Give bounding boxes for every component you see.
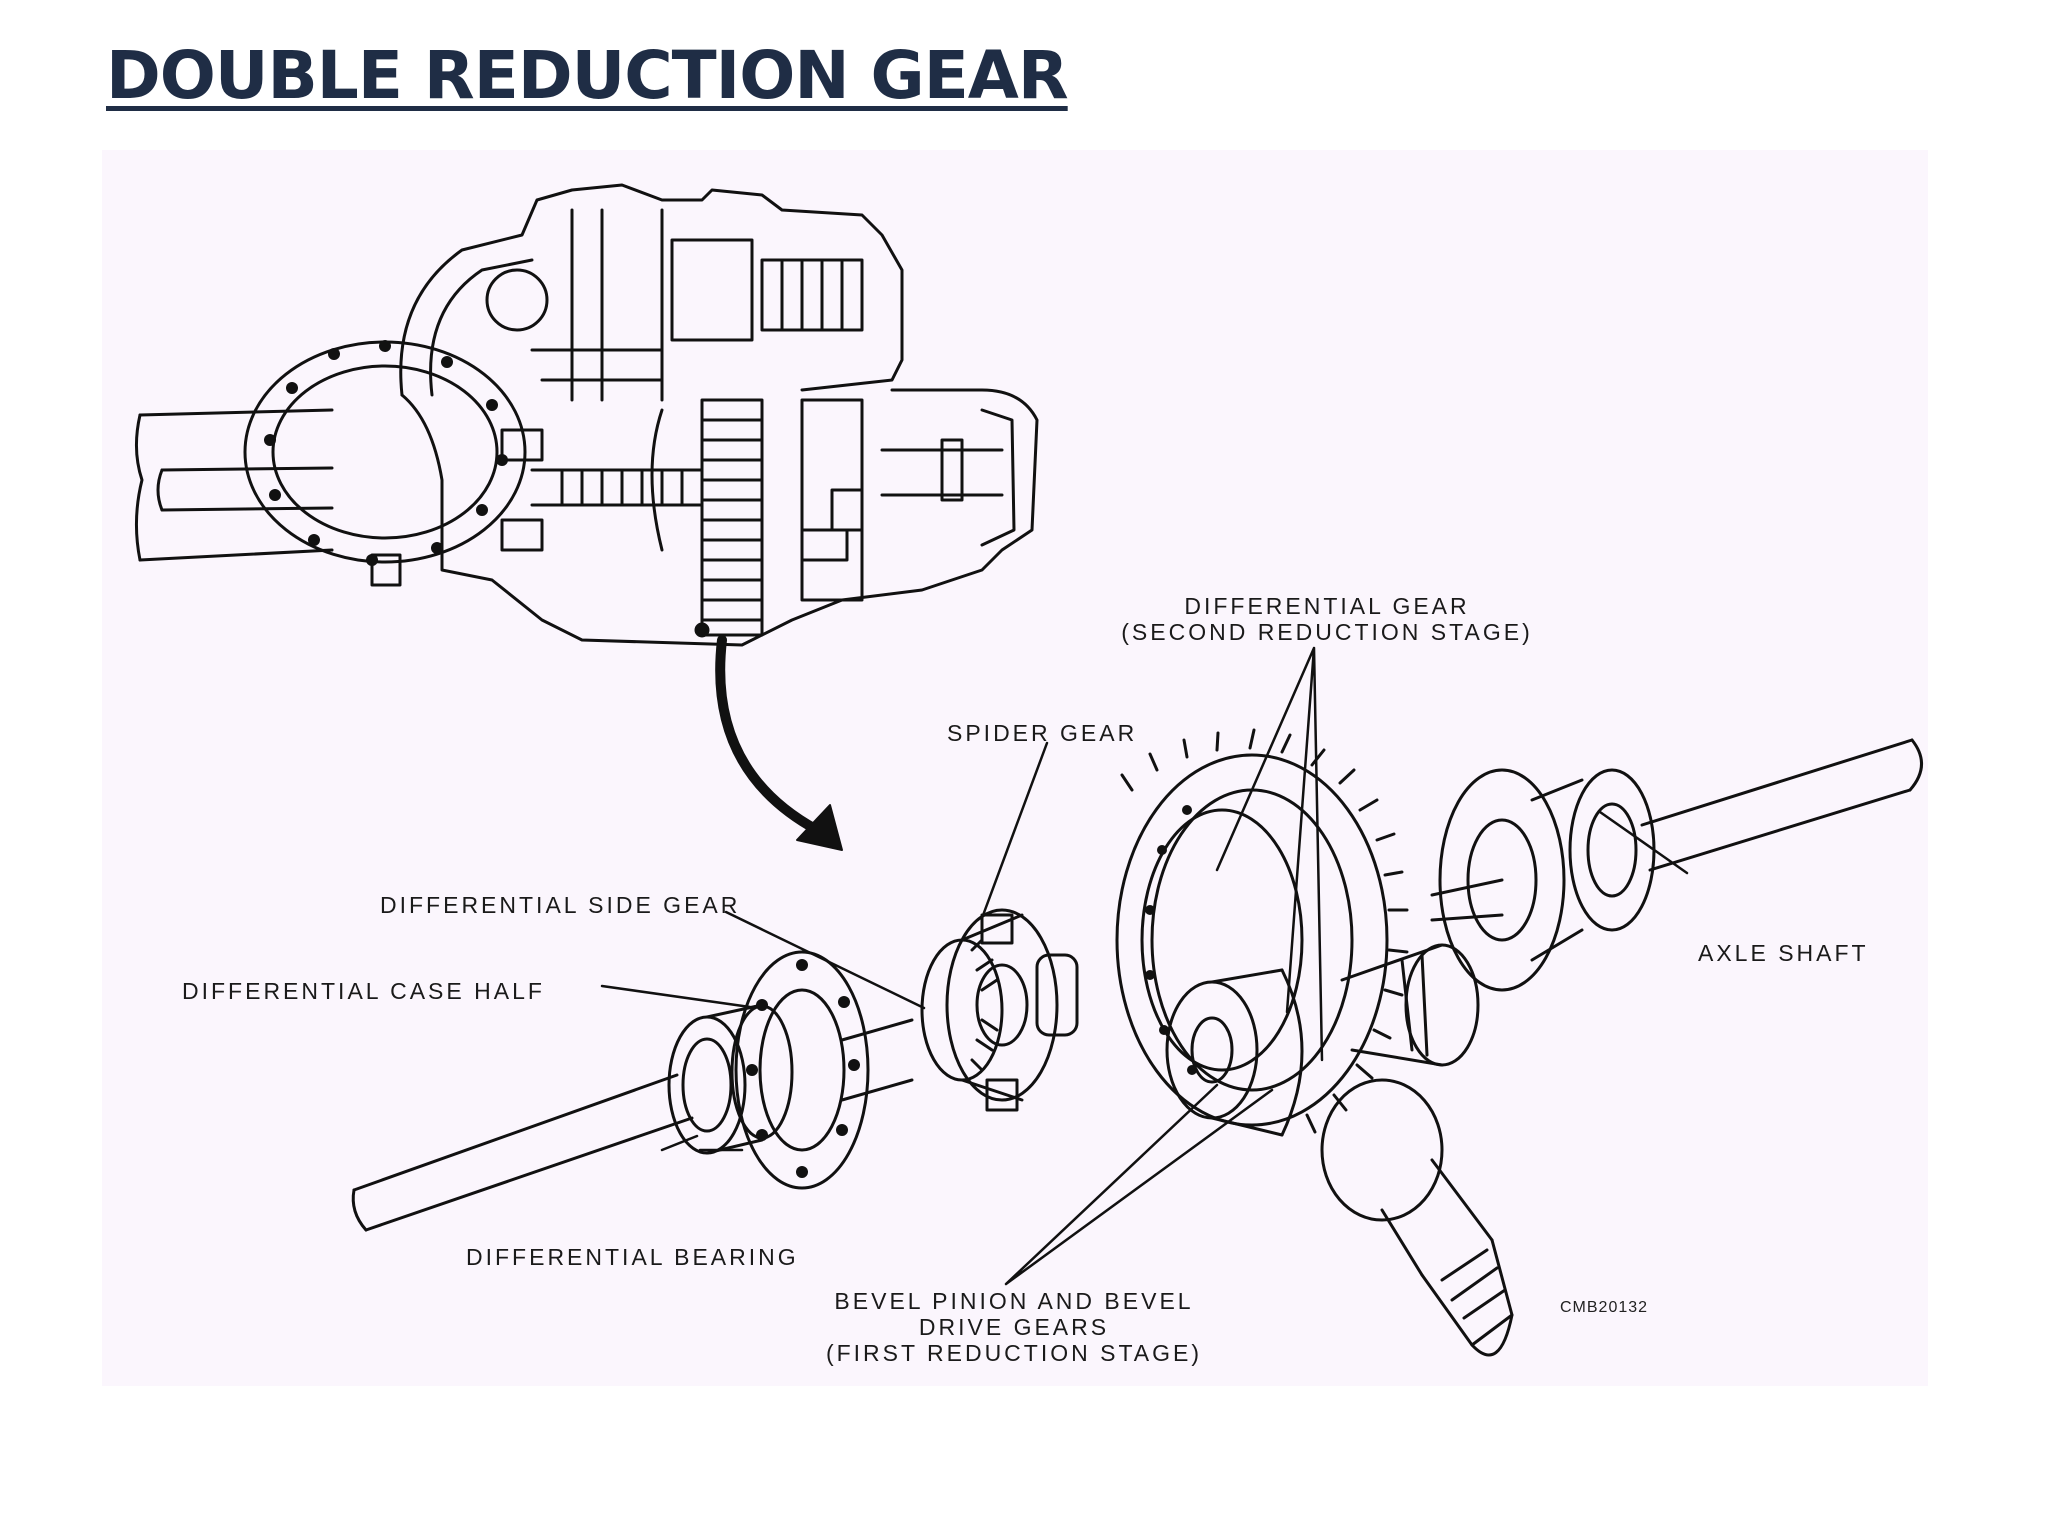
pointer-arrow [715, 635, 843, 851]
right-axle-shaft [1430, 738, 1923, 992]
leader-lines [600, 646, 1689, 1286]
bevel-pinion-gears [1165, 943, 1514, 1357]
diagram-drawing [134, 183, 1923, 1357]
label-spider-gear: SPIDER GEAR [947, 720, 1138, 746]
figure-code: CMB20132 [1560, 1299, 1649, 1316]
label-bevel-gears-line3: (FIRST REDUCTION STAGE) [825, 1340, 1203, 1366]
label-bevel-gears-line1: BEVEL PINION AND BEVEL [834, 1288, 1194, 1314]
differential-case-half [734, 950, 914, 1190]
label-differential-side-gear: DIFFERENTIAL SIDE GEAR [380, 892, 741, 918]
label-differential-gear-line1: DIFFERENTIAL GEAR [1184, 593, 1470, 619]
differential-ring-gear [1115, 728, 1409, 1134]
label-differential-case-half: DIFFERENTIAL CASE HALF [182, 978, 545, 1004]
label-differential-gear-line2: (SECOND REDUCTION STAGE) [1121, 619, 1533, 645]
label-differential-gear: DIFFERENTIAL GEAR (SECOND REDUCTION STAG… [1102, 593, 1552, 645]
label-axle-shaft: AXLE SHAFT [1698, 940, 1869, 966]
label-differential-bearing: DIFFERENTIAL BEARING [466, 1244, 799, 1270]
axle-housing-cutaway [134, 183, 1039, 647]
label-bevel-gears: BEVEL PINION AND BEVEL DRIVE GEARS (FIRS… [774, 1288, 1254, 1366]
label-bevel-gears-line2: DRIVE GEARS [918, 1314, 1110, 1340]
diagram-figure: DIFFERENTIAL GEAR (SECOND REDUCTION STAG… [102, 150, 1928, 1386]
spider-gear-assembly [920, 908, 1079, 1112]
slide-title: DOUBLE REDUCTION GEAR [106, 37, 1069, 114]
left-axle-shaft [351, 1073, 694, 1232]
